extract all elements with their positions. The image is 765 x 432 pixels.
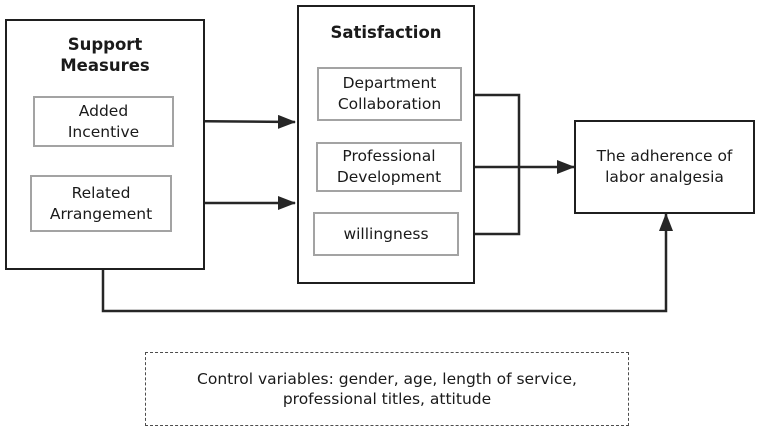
related-arrangement-box: Related Arrangement	[30, 175, 172, 232]
willingness-box: willingness	[313, 212, 459, 256]
support-measures-title: Support Measures	[60, 35, 150, 75]
satisfaction-title: Satisfaction	[330, 23, 442, 42]
department-collaboration-box: Department Collaboration	[317, 67, 462, 121]
added-incentive-box: Added Incentive	[33, 96, 174, 147]
professional-development-box: Professional Development	[316, 142, 462, 192]
connector-department-collaboration	[462, 93, 521, 167]
control-variables-box: Control variables: gender, age, length o…	[145, 352, 629, 426]
labor-analgesia-adherence-box: The adherence of labor analgesia	[574, 120, 755, 214]
arrow-support-measures-to-outcome	[101, 213, 673, 313]
connector-willingness	[459, 167, 521, 236]
